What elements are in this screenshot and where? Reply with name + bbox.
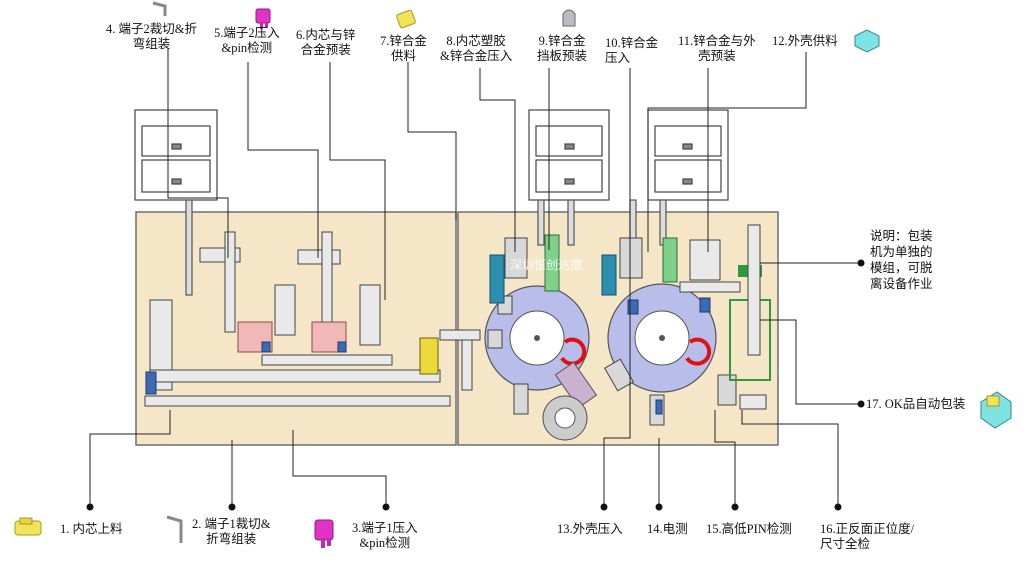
label-4-terminal2-cut-bend: 4. 端子2裁切&折弯组装 [106, 22, 197, 51]
watermark-text: 深圳恒创达德 [510, 258, 583, 272]
label-13-shell-press: 13.外壳压入 [557, 522, 623, 536]
label-17-ok-auto-packaging: 17. OK品自动包装 [866, 397, 966, 411]
cabinet-right [647, 109, 729, 201]
leader-lines [89, 48, 861, 507]
label-6-core-zinc-preassembly: 6.内芯与锌合金预装 [296, 28, 356, 57]
label-2-terminal1-cut-bend: 2. 端子1裁切&折弯组装 [192, 517, 271, 546]
cabinet-middle [528, 109, 610, 201]
label-3-terminal1-press: 3.端子1压入&pin检测 [352, 521, 418, 550]
zinc-baffle-part-icon [560, 6, 578, 28]
label-16-position-dimension-inspection: 16.正反面正位度/尺寸全检 [820, 522, 915, 551]
packaging-note: 说明：包装 机为单独的 模组，可脱 离设备作业 [870, 229, 933, 291]
label-12-shell-feeding: 12.外壳供料 [772, 34, 838, 48]
terminal-1-press-part-icon [309, 516, 341, 550]
terminal-2-part-icon [150, 0, 172, 18]
label-11-zinc-shell-preassembly: 11.锌合金与外壳预装 [678, 34, 756, 63]
terminal-1-part-icon [163, 513, 189, 547]
left-stations [144, 231, 451, 407]
label-10-zinc-press: 10.锌合金压入 [605, 36, 659, 65]
label-1-inner-core-loading: 1. 内芯上料 [60, 522, 123, 536]
leader-dots [86, 259, 865, 511]
label-8-core-plastic-zinc-press: 8.内芯塑胶&锌合金压入 [440, 34, 513, 63]
terminal-2-press-part-icon [252, 6, 276, 30]
label-9-zinc-baffle-preassembly: 9.锌合金挡板预装 [537, 34, 588, 63]
cabinet-left [134, 109, 218, 201]
label-14-electrical-test: 14.电测 [647, 522, 688, 536]
inner-core-part-icon [12, 515, 46, 541]
packaged-product-icon [975, 388, 1015, 430]
shell-feeder-bowl [554, 361, 598, 409]
green-bracket-2 [662, 237, 678, 283]
label-5-terminal2-press: 5.端子2压入&pin检测 [214, 26, 280, 55]
label-7-zinc-feeding: 7.锌合金供料 [380, 34, 427, 63]
yellow-feeder [419, 337, 439, 375]
zinc-alloy-part-icon [394, 6, 420, 32]
left-base-plate [135, 211, 457, 446]
shell-part-icon [851, 28, 881, 54]
label-15-high-low-pin-test: 15.高低PIN检测 [706, 522, 792, 536]
